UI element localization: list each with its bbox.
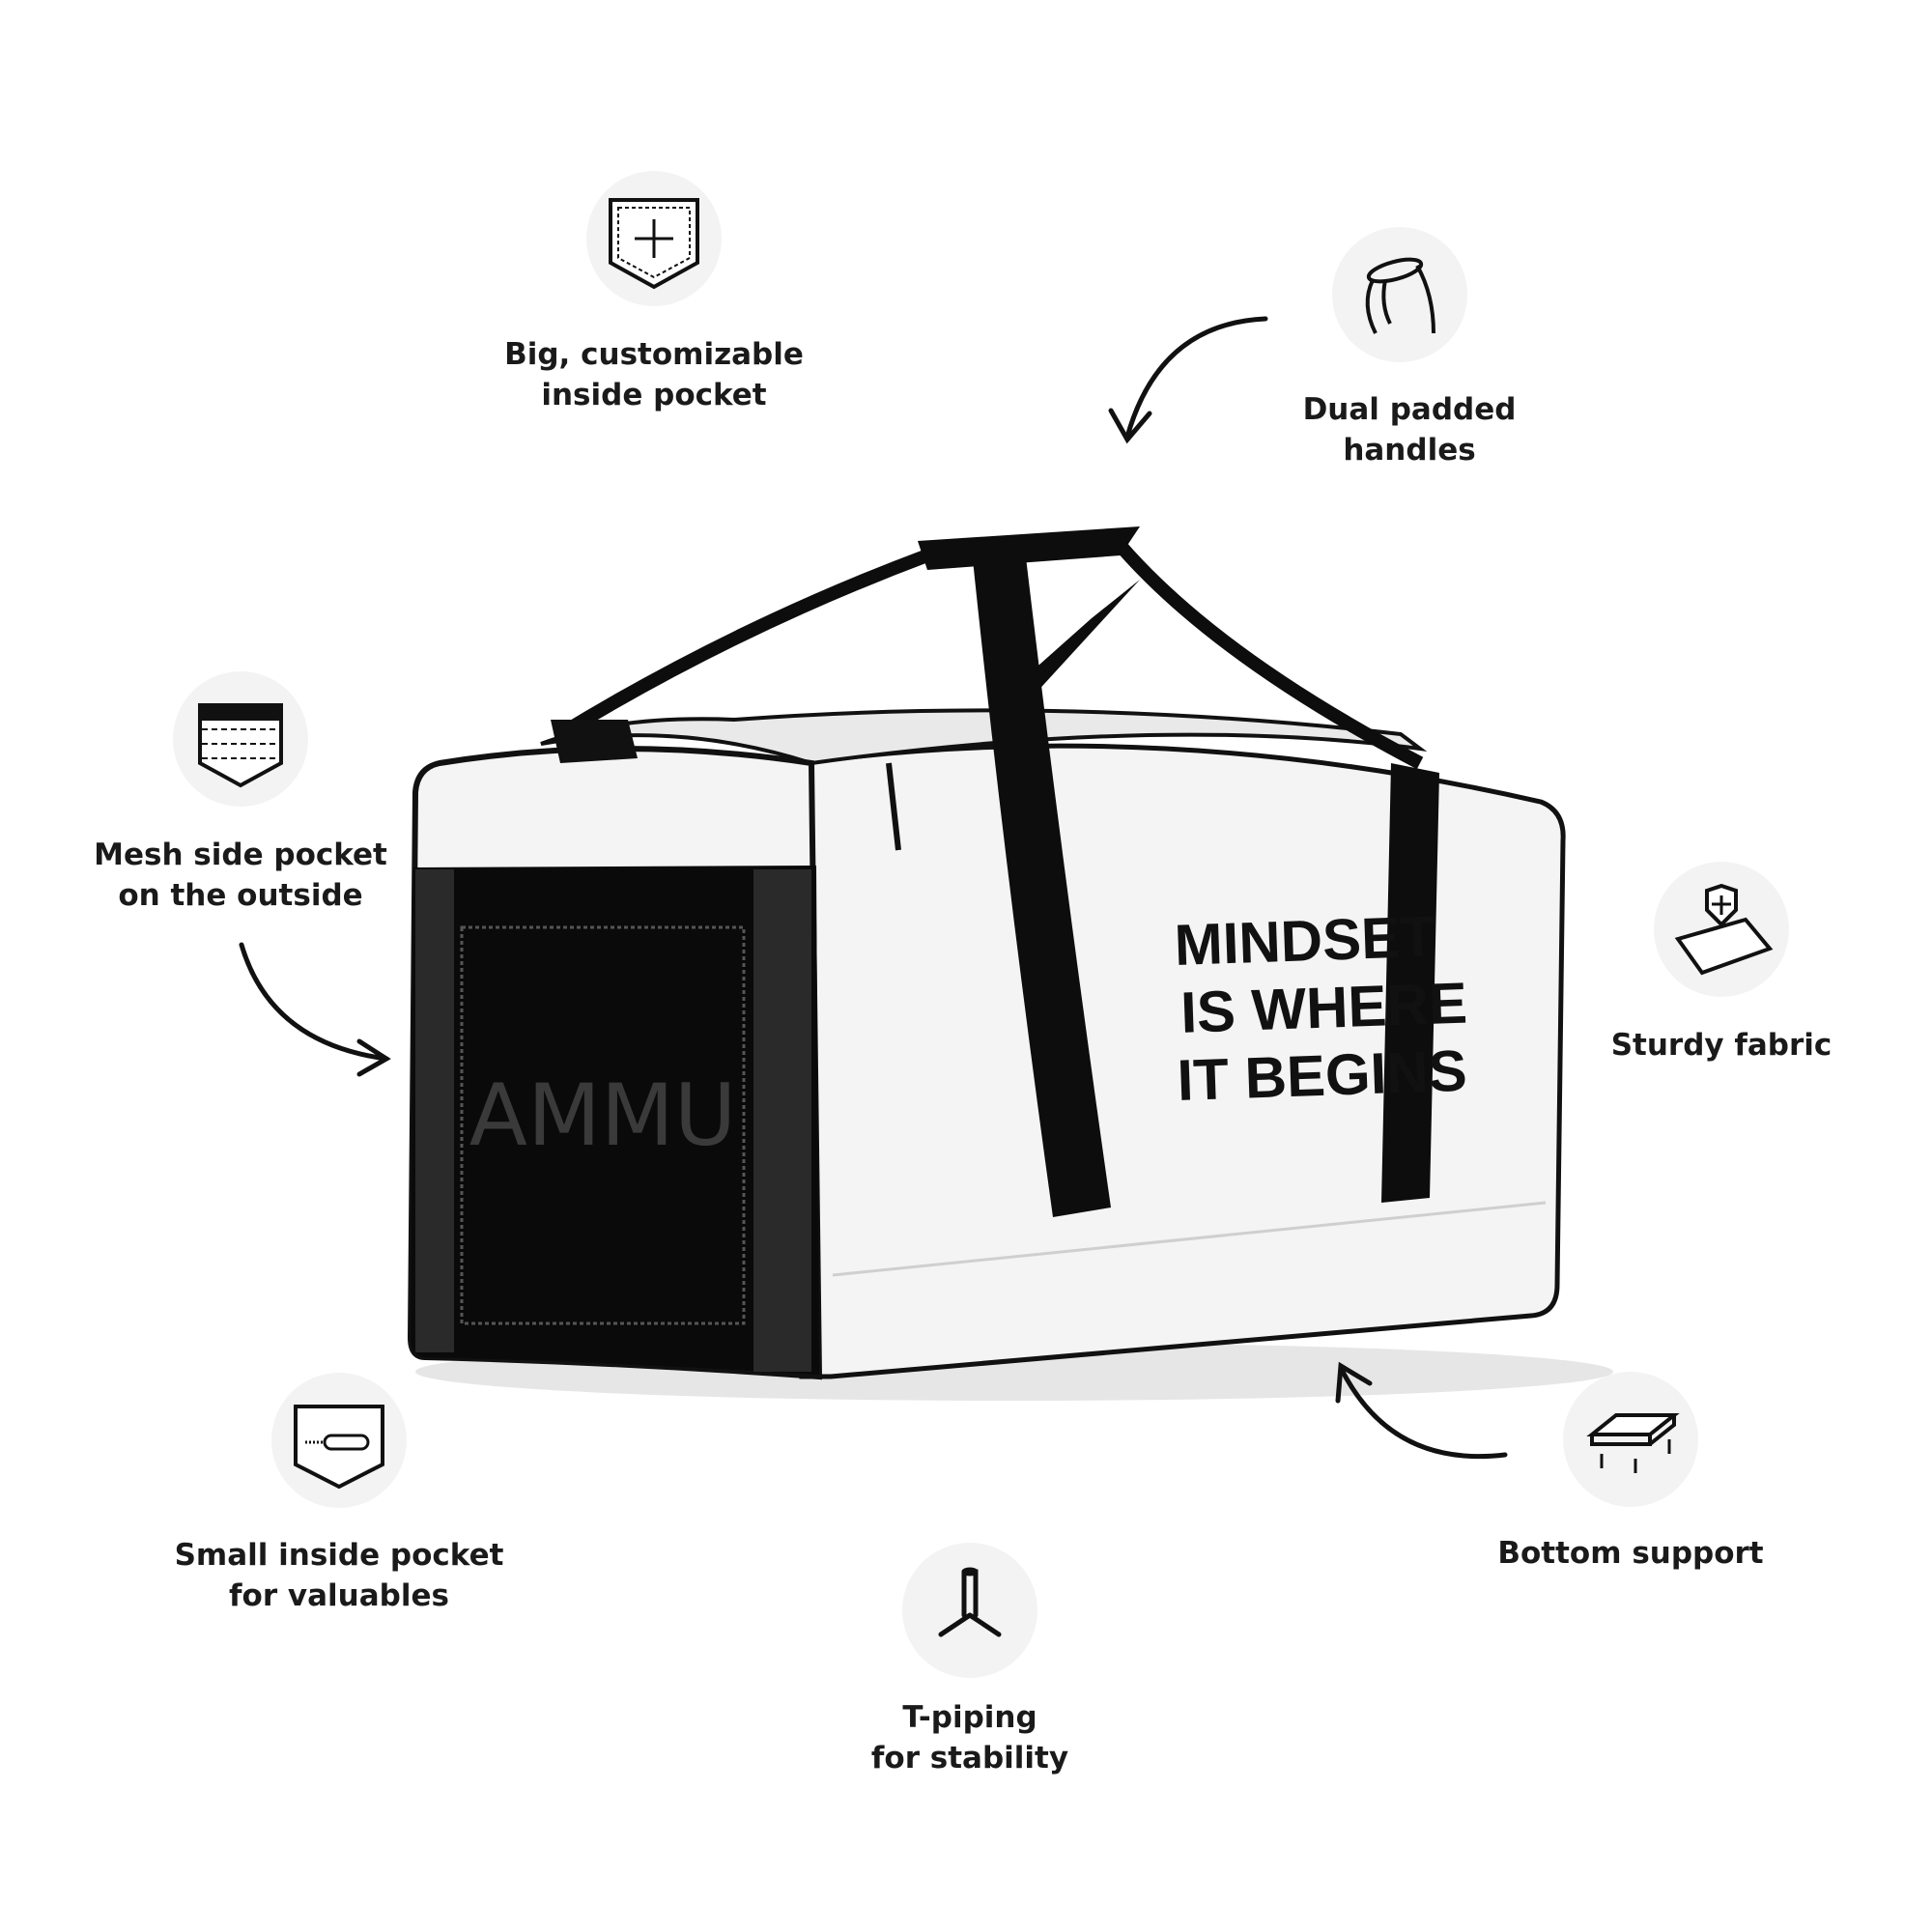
mesh-pocket-icon (173, 671, 308, 807)
bag-logo: AMMU (469, 1065, 736, 1165)
handles-icon (1332, 227, 1467, 362)
slogan-line: IS WHERE (1179, 971, 1468, 1045)
arrow-handles (1124, 316, 1268, 440)
bottom-support-icon (1563, 1372, 1698, 1507)
pocket-arrows-icon (586, 171, 722, 306)
feature-label-bottom-support: Bottom support (1497, 1536, 1764, 1571)
zipper-pocket-icon (271, 1373, 407, 1508)
slogan-line: MINDSET (1174, 904, 1436, 978)
arrow-mesh (239, 942, 389, 1062)
arrow-bottom (1338, 1365, 1508, 1460)
strap-back (1381, 763, 1439, 1203)
shield-fabric-icon (1654, 862, 1789, 997)
slogan-line: IT BEGINS (1177, 1038, 1468, 1113)
mesh-side-pocket (411, 866, 819, 1375)
bag-slogan: MINDSET IS WHERE IT BEGINS (1174, 904, 1468, 1113)
feature-label-sturdy-fabric: Sturdy fabric (1610, 1028, 1833, 1063)
t-pipe-icon (902, 1543, 1037, 1678)
handle (918, 526, 1140, 570)
strap-buckle (551, 720, 638, 763)
strap-front (971, 541, 1111, 1217)
bag-top-panel (540, 708, 1428, 766)
